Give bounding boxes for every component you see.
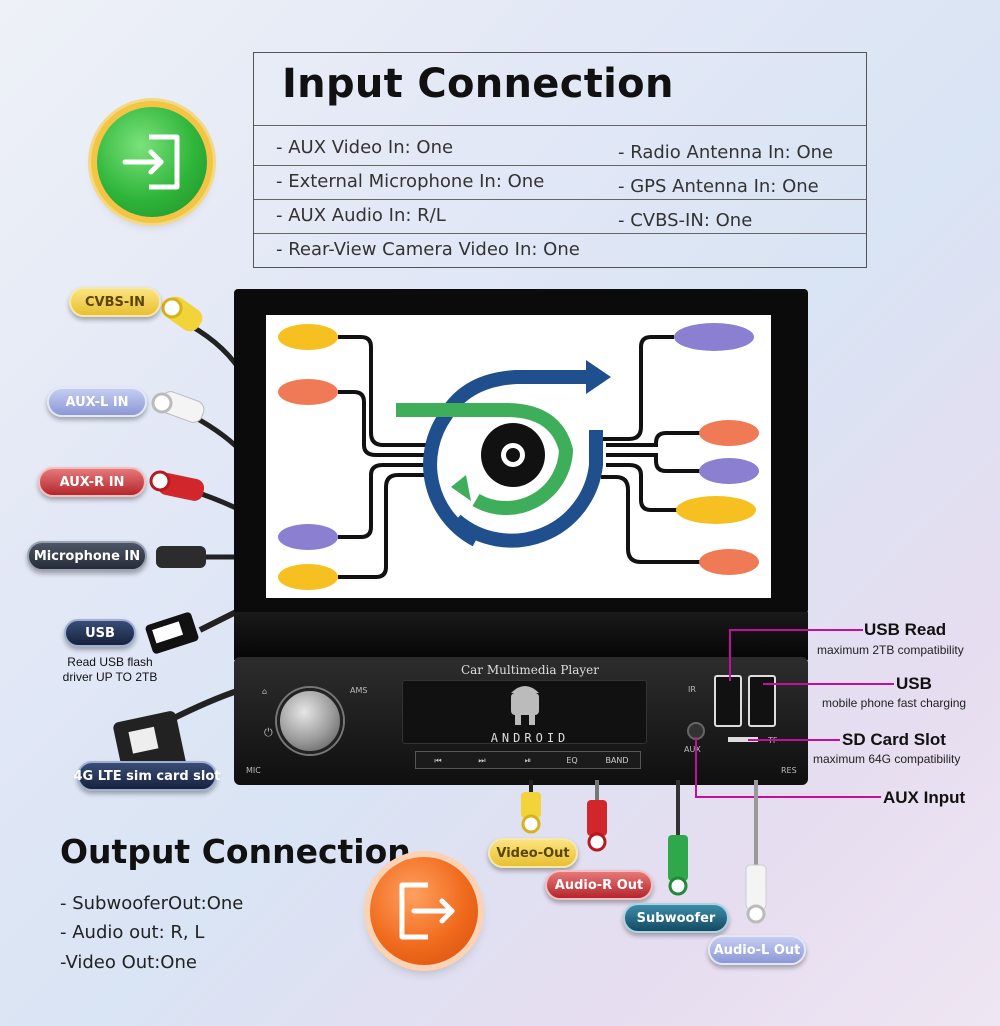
login-arrow-icon — [122, 134, 180, 190]
usb-note: Read USB flash driver UP TO 2TB — [50, 655, 170, 685]
sd-card-subtitle: maximum 64G compatibility — [813, 752, 961, 766]
bottom-cables — [521, 780, 767, 924]
mic-label: MIC — [246, 766, 261, 775]
label-audio-r-out: Audio-R Out — [545, 870, 653, 900]
power-icon[interactable]: ⏻ — [264, 726, 273, 739]
android-logo-icon — [511, 686, 539, 725]
output-icon — [370, 857, 478, 965]
output-connection-title: Output Connection — [60, 832, 411, 871]
input-icon — [97, 107, 207, 217]
label-aux-l-in: AUX-L IN — [47, 387, 147, 417]
logout-arrow-icon — [399, 882, 455, 940]
label-audio-l-out: Audio-L Out — [708, 935, 806, 965]
spec-cvbs-in: - CVBS-IN: One — [618, 210, 753, 231]
label-cvbs-in: CVBS-IN — [69, 287, 161, 317]
device-button-bar: ⏮ ⏭ ⏯ EQ BAND — [415, 751, 641, 769]
divider — [254, 125, 866, 126]
device-display — [402, 680, 647, 744]
leader-line — [748, 739, 840, 741]
ams-label[interactable]: AMS — [350, 686, 368, 695]
spec-external-mic: - External Microphone In: One — [276, 171, 545, 192]
device-screen — [266, 315, 771, 598]
spec-radio-antenna: - Radio Antenna In: One — [618, 142, 834, 163]
prev-button[interactable]: ⏮ — [434, 756, 442, 765]
spec-rear-camera: - Rear-View Camera Video In: One — [276, 239, 580, 260]
label-usb: USB — [64, 619, 136, 647]
device-title: Car Multimedia Player — [460, 663, 600, 677]
aux-input-title: AUX Input — [883, 788, 966, 807]
device-mid-bezel — [234, 612, 808, 660]
band-button[interactable]: BAND — [605, 756, 629, 765]
input-connection-title: Input Connection — [282, 61, 674, 107]
spec-aux-video: - AUX Video In: One — [276, 137, 454, 158]
spec-video-out: -Video Out:One — [60, 952, 197, 973]
leader-line — [729, 629, 731, 681]
reset-label: RES — [781, 766, 797, 775]
label-video-out: Video-Out — [488, 838, 578, 868]
spec-gps-antenna: - GPS Antenna In: One — [618, 176, 819, 197]
label-sim-slot: 4G LTE sim card slot — [74, 761, 221, 791]
sd-card-slot[interactable] — [728, 737, 758, 742]
leader-line — [695, 796, 881, 798]
sd-card-title: SD Card Slot — [842, 730, 946, 749]
usb-read-port[interactable] — [714, 675, 742, 727]
leader-line — [729, 629, 863, 631]
volume-knob[interactable] — [277, 688, 343, 754]
divider — [254, 233, 866, 234]
label-microphone-in: Microphone IN — [27, 541, 147, 571]
ir-label: IR — [688, 685, 696, 694]
leader-line — [695, 737, 697, 797]
spec-audio-out: - Audio out: R, L — [60, 922, 205, 943]
play-pause-button[interactable]: ⏯ — [524, 756, 532, 765]
eq-button[interactable]: EQ — [566, 756, 578, 765]
home-icon[interactable]: ⌂ — [262, 687, 268, 696]
usb-read-subtitle: maximum 2TB compatibility — [817, 643, 964, 657]
next-button[interactable]: ⏭ — [478, 756, 486, 765]
spec-aux-audio: - AUX Audio In: R/L — [276, 205, 446, 226]
label-subwoofer: Subwoofer — [623, 903, 729, 933]
divider — [254, 199, 866, 200]
android-wordmark: ANDROID — [490, 731, 570, 745]
aux-jack-label: AUX — [684, 745, 701, 754]
connection-flow-diagram — [278, 323, 759, 590]
leader-line — [763, 683, 894, 685]
spec-subwoofer-out: - SubwooferOut:One — [60, 893, 244, 914]
input-connection-table: Input Connection - AUX Video In: One - E… — [253, 52, 867, 268]
usb-charge-subtitle: mobile phone fast charging — [822, 696, 967, 710]
usb-note-line-1: Read USB flash — [67, 655, 153, 669]
usb-read-title: USB Read — [864, 620, 947, 639]
usb-note-line-2: driver UP TO 2TB — [62, 670, 158, 684]
label-aux-r-in: AUX-R IN — [38, 467, 146, 497]
divider — [254, 165, 866, 166]
usb-charge-title: USB — [896, 674, 932, 693]
